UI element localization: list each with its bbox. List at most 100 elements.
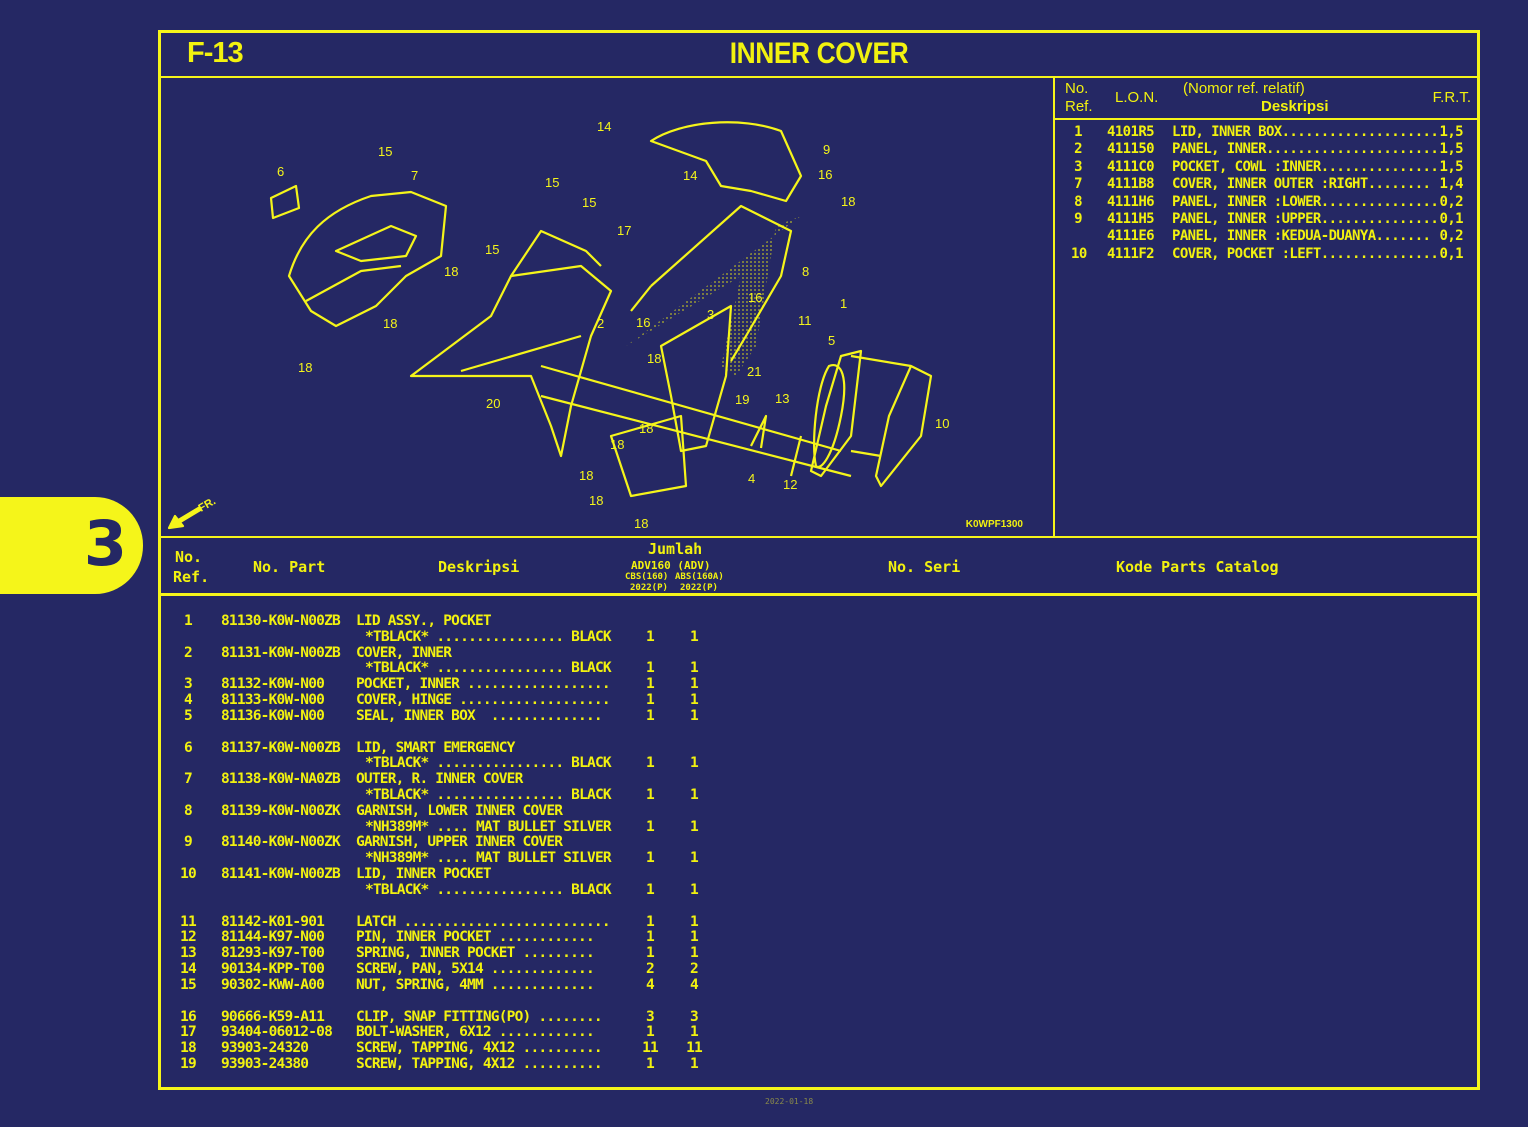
qty-cbs: 1 <box>646 818 655 835</box>
part-ref: 19 <box>180 1055 197 1072</box>
part-description: SPRING, INNER POCKET ......... <box>356 945 595 962</box>
part-ref: 7 <box>184 771 193 788</box>
qty-abs: 1 <box>690 945 699 962</box>
qty-cbs: 3 <box>646 1008 655 1025</box>
svg-text:9: 9 <box>823 142 830 157</box>
header-year-cbs: 2022(P) <box>630 583 668 593</box>
frt-ref: 8 <box>1074 193 1082 210</box>
part-color-spec: *TBLACK* ................ BLACK <box>365 786 612 803</box>
qty-abs: 1 <box>690 691 699 708</box>
qty-cbs: 1 <box>646 676 655 693</box>
svg-text:15: 15 <box>485 242 499 257</box>
frt-ref: 9 <box>1074 210 1082 227</box>
qty-cbs: 4 <box>646 976 655 993</box>
part-description: PIN, INNER POCKET ............ <box>356 929 595 946</box>
section-tab[interactable]: 3 <box>0 497 143 594</box>
part-color-spec: *NH389M* .... MAT BULLET SILVER <box>365 850 612 867</box>
qty-cbs: 1 <box>646 929 655 946</box>
part-ref: 8 <box>184 802 193 819</box>
part-description: OUTER, R. INNER COVER <box>356 771 523 788</box>
part-description: COVER, HINGE ................... <box>356 691 611 708</box>
title-bar: F-13 INNER COVER <box>161 33 1477 78</box>
svg-text:18: 18 <box>610 437 624 452</box>
frt-desc: COVER, INNER OUTER :RIGHT........ <box>1172 176 1431 193</box>
header-frt: F.R.T. <box>1432 89 1471 106</box>
page-title: INNER COVER <box>729 37 909 70</box>
svg-text:13: 13 <box>775 391 789 406</box>
part-description: GARNISH, UPPER INNER COVER <box>356 834 563 851</box>
part-description: LATCH .......................... <box>356 913 611 930</box>
part-description: SCREW, TAPPING, 4X12 .......... <box>356 1040 603 1057</box>
frt-value: 0,1 <box>1439 210 1464 227</box>
header-lon: L.O.N. <box>1115 89 1159 106</box>
header-ref: Ref. <box>173 568 210 586</box>
qty-abs: 1 <box>690 929 699 946</box>
part-number: 81133-K0W-N00 <box>221 691 325 708</box>
svg-text:11: 11 <box>798 313 812 328</box>
qty-abs: 1 <box>690 628 699 645</box>
part-ref: 13 <box>180 945 197 962</box>
part-description: GARNISH, LOWER INNER COVER <box>356 802 563 819</box>
svg-text:15: 15 <box>582 195 596 210</box>
svg-text:6: 6 <box>277 164 284 179</box>
header-year-abs: 2022(P) <box>680 583 718 593</box>
part-number: 81139-K0W-N00ZK <box>221 802 341 819</box>
svg-text:16: 16 <box>636 315 650 330</box>
part-number: 93903-24320 <box>221 1040 309 1057</box>
svg-text:18: 18 <box>841 194 855 209</box>
frt-value: 0,2 <box>1439 193 1464 210</box>
part-description: LID ASSY., POCKET <box>356 613 492 629</box>
qty-abs: 1 <box>690 913 699 930</box>
qty-cbs: 1 <box>646 707 655 724</box>
part-description: LID, INNER POCKET <box>356 865 492 882</box>
header-desc: Deskripsi <box>1261 98 1329 115</box>
catalog-page: F-13 INNER COVER <box>158 30 1480 1090</box>
frt-desc: PANEL, INNER :KEDUA-DUANYA....... <box>1172 228 1431 245</box>
qty-cbs: 1 <box>646 881 655 898</box>
qty-abs: 1 <box>690 707 699 724</box>
svg-text:4: 4 <box>748 471 755 486</box>
header-description: Deskripsi <box>438 558 520 576</box>
part-description: LID, SMART EMERGENCY <box>356 739 515 756</box>
part-number: 81136-K0W-N00 <box>221 707 325 724</box>
qty-cbs: 1 <box>646 628 655 645</box>
header-no: No. <box>175 548 203 566</box>
qty-cbs: 1 <box>646 1024 655 1041</box>
qty-cbs: 1 <box>646 913 655 930</box>
svg-text:19: 19 <box>735 392 749 407</box>
part-ref: 10 <box>180 865 197 882</box>
front-indicator: FR. <box>197 495 218 514</box>
frt-lon: 4111E6 <box>1107 228 1155 245</box>
part-number: 90666-K59-A11 <box>221 1008 325 1025</box>
svg-text:14: 14 <box>683 168 697 183</box>
parts-row[interactable]: 8 81139-K0W-N00ZK GARNISH, LOWER INNER COV… <box>161 803 1477 819</box>
header-serial-no: No. Seri <box>888 558 961 576</box>
